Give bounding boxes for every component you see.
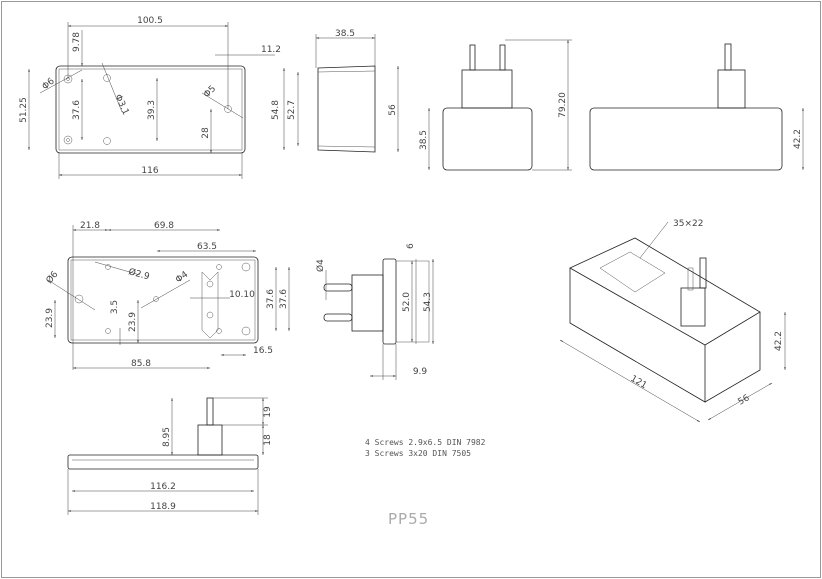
dim-63-5: 63.5 (197, 242, 217, 252)
dim-37-6: 37.6 (72, 100, 82, 120)
front-low-view: 8.95 19 18 116.2 118.9 (67, 397, 273, 515)
dim-23-9-a: 23.9 (45, 308, 55, 328)
dim-42-2: 42.2 (793, 129, 803, 149)
top-view: 100.5 116 51.25 9.78 37.6 39.3 28 11.2 Φ… (19, 16, 281, 179)
dim-38-5: 38.5 (335, 29, 355, 39)
isometric-view: 35×22 42.2 121 56 (559, 219, 786, 423)
dim-85-8: 85.8 (131, 359, 151, 369)
dim-18: 18 (263, 434, 273, 446)
dim-118-9: 118.9 (150, 502, 176, 512)
dim-100-5: 100.5 (137, 16, 163, 26)
dim-19: 19 (263, 406, 273, 418)
dim-3-5: 3.5 (110, 300, 120, 314)
side-view: 38.5 54.8 52.7 56 (271, 29, 399, 153)
plug-side-view: 6 Ø4 54.3 52.0 9.9 (315, 243, 434, 380)
dim-116: 116 (141, 166, 158, 176)
dim-56-iso: 56 (737, 393, 752, 408)
dim-52-0: 52.0 (402, 292, 412, 312)
dim-9-9: 9.9 (413, 367, 428, 377)
dim-23-9-b: 23.9 (128, 312, 138, 332)
screws-note-2: 3 Screws 3x20 DIN 7505 (365, 449, 471, 458)
dim-10-10: 10.10 (229, 290, 255, 300)
dim-dia-2-9: Ø2.9 (127, 266, 151, 282)
dim-dia-6: Φ6 (41, 76, 57, 92)
dim-21-8: 21.8 (80, 221, 100, 231)
dim-8-95: 8.95 (162, 427, 172, 447)
dim-38-5-front: 38.5 (419, 130, 429, 150)
dim-dia-5: Φ5 (202, 84, 218, 100)
dim-pin-dia-4: Ø4 (315, 259, 326, 272)
dim-37-6-b: 37.6 (279, 289, 289, 309)
screws-note-1: 4 Screws 2.9x6.5 DIN 7982 (365, 438, 486, 447)
dim-37-6-a: 37.6 (266, 289, 276, 309)
dim-42-2-iso: 42.2 (774, 331, 784, 351)
dim-51-25: 51.25 (19, 97, 29, 123)
dim-6: 6 (406, 243, 416, 249)
dim-9-78: 9.78 (72, 32, 82, 52)
dim-dia-6-bottom: Ø6 (44, 269, 61, 286)
dim-54-3: 54.3 (423, 292, 433, 312)
dim-52-7: 52.7 (287, 100, 297, 120)
dim-79-20: 79.20 (558, 92, 568, 118)
dim-28: 28 (201, 127, 211, 139)
dim-54-8: 54.8 (271, 100, 281, 120)
dim-35x22: 35×22 (673, 219, 703, 229)
dim-11-2: 11.2 (261, 45, 281, 55)
bottom-view: 21.8 69.8 63.5 Ø2.9 Ø6 Φ4 23.9 3.5 23.9 … (44, 221, 290, 370)
drawing-title: PP55 (388, 510, 429, 528)
dim-dia-4: Φ4 (174, 270, 190, 286)
dim-dia-3-1: Φ3.1 (112, 93, 130, 117)
dim-56: 56 (388, 104, 398, 116)
front-view: 79.20 38.5 (419, 39, 572, 171)
dim-16-5: 16.5 (253, 346, 273, 356)
dim-116-2: 116.2 (150, 482, 176, 492)
dim-69-8: 69.8 (154, 221, 174, 231)
dim-121: 121 (629, 374, 649, 391)
dim-39-3: 39.3 (147, 100, 157, 120)
back-view: 42.2 (589, 43, 804, 171)
